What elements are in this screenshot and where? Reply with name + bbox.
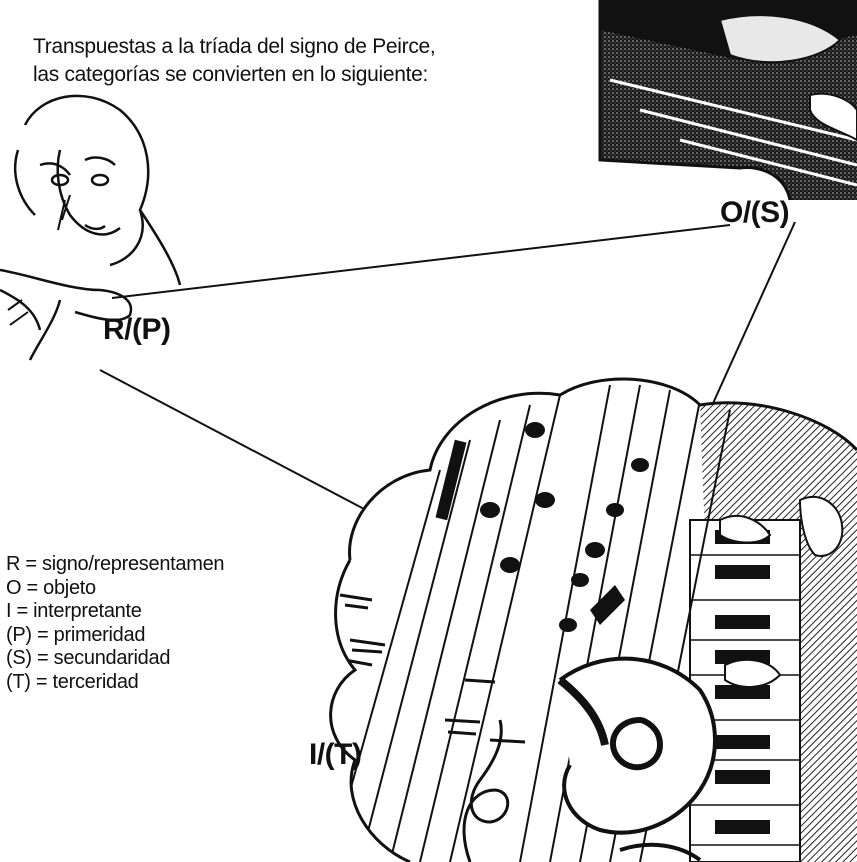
object-label: O/(S) (720, 196, 790, 229)
intro-line-2: las categorías se convierten en lo sigui… (33, 63, 429, 86)
intro-text: Transpuestas a la tríada del signo de Pe… (33, 33, 553, 89)
sheet-music-pianist-ear-collage (329, 377, 857, 862)
legend-item: (S) = secundaridad (6, 647, 171, 669)
legend-item: I = interpretante (6, 600, 142, 622)
ear-graphic (557, 656, 717, 862)
treble-clef-graphic (462, 719, 510, 862)
interpretant-label: I/(T) (309, 738, 362, 771)
representamen-label: R/(P) (103, 313, 171, 346)
legend-item: R = signo/representamen (6, 553, 225, 575)
crying-woman-illustration (0, 94, 182, 361)
triad-connector-lines (99, 221, 796, 521)
legend-item: (P) = primeridad (6, 623, 146, 646)
piano-keys-graphic (689, 519, 801, 862)
intro-line-1: Transpuestas a la tríada del signo de Pe… (33, 35, 436, 58)
legend-list: R = signo/representamen O = objeto I = i… (6, 553, 225, 694)
legend-item: O = objeto (6, 576, 96, 599)
legend-item: (T) = terceridad (6, 670, 139, 693)
piano-hands-illustration (598, 0, 857, 201)
